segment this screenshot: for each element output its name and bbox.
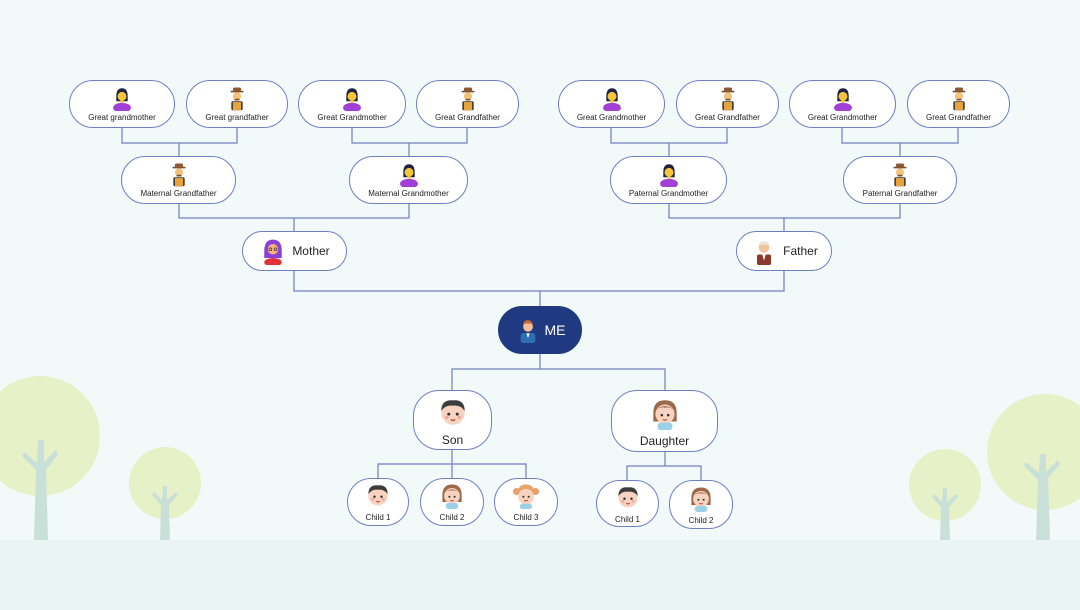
son-node[interactable]: Son bbox=[413, 390, 492, 450]
farmer-icon bbox=[887, 161, 913, 187]
woman-icon bbox=[396, 161, 422, 187]
node-label: Father bbox=[783, 244, 818, 258]
node-label: Great Grandfather bbox=[926, 113, 991, 122]
connector-gg-to-maternal-grandmother bbox=[351, 127, 468, 157]
great-grandfather-node[interactable]: Great Grandfather bbox=[676, 80, 779, 128]
daughter-child-2-node[interactable]: Child 2 bbox=[669, 480, 733, 529]
node-label: Great Grandmother bbox=[576, 113, 647, 122]
connector-grandparents-to-father bbox=[668, 203, 901, 232]
node-label: Great grandfather bbox=[205, 113, 269, 122]
son-child-2-node[interactable]: Child 2 bbox=[420, 478, 484, 526]
node-label: ME bbox=[544, 322, 566, 338]
girl-icon bbox=[687, 484, 715, 512]
tree-decoration-right-large bbox=[987, 394, 1080, 540]
tree-decoration-right-small bbox=[909, 449, 981, 540]
great-grandfather-node[interactable]: Great Grandfather bbox=[416, 80, 519, 128]
node-label: Maternal Grandfather bbox=[140, 189, 217, 198]
girl-icon bbox=[438, 481, 466, 509]
node-label: Great Grandfather bbox=[695, 113, 760, 122]
connector-son-to-grandchildren bbox=[377, 449, 527, 479]
paternal-grandmother-node[interactable]: Paternal Grandmother bbox=[610, 156, 727, 204]
maternal-grandfather-node[interactable]: Maternal Grandfather bbox=[121, 156, 236, 204]
great-grandmother-node[interactable]: Great grandmother bbox=[69, 80, 175, 128]
ground-strip bbox=[0, 540, 1080, 610]
woman-icon bbox=[109, 85, 135, 111]
son-child-1-node[interactable]: Child 1 bbox=[347, 478, 409, 526]
maternal-grandmother-node[interactable]: Maternal Grandmother bbox=[349, 156, 468, 204]
node-label: Great Grandmother bbox=[807, 113, 878, 122]
girl-icon bbox=[648, 396, 682, 430]
tree-decoration-left-large bbox=[0, 376, 100, 540]
background bbox=[0, 0, 1080, 540]
great-grandmother-node[interactable]: Great Grandmother bbox=[298, 80, 406, 128]
node-label: Maternal Grandmother bbox=[368, 189, 449, 198]
connector-gg-to-paternal-grandfather bbox=[841, 127, 959, 157]
node-label: Child 1 bbox=[615, 514, 640, 524]
connector-gg-to-maternal-grandfather bbox=[121, 127, 238, 157]
node-label: Great Grandfather bbox=[435, 113, 500, 122]
daughter-child-1-node[interactable]: Child 1 bbox=[596, 480, 659, 527]
node-label: Mother bbox=[292, 244, 330, 258]
daughter-node[interactable]: Daughter bbox=[611, 390, 718, 452]
connector-grandparents-to-mother bbox=[178, 203, 410, 232]
farmer-icon bbox=[715, 85, 741, 111]
mother-icon bbox=[259, 237, 287, 265]
node-label: Daughter bbox=[639, 434, 690, 448]
me-node[interactable]: ME bbox=[498, 306, 582, 354]
woman-icon bbox=[830, 85, 856, 111]
paternal-grandfather-node[interactable]: Paternal Grandfather bbox=[843, 156, 957, 204]
father-icon bbox=[750, 237, 778, 265]
farmer-icon bbox=[455, 85, 481, 111]
me-icon bbox=[515, 317, 541, 343]
node-label: Paternal Grandmother bbox=[628, 189, 709, 198]
farmer-icon bbox=[224, 85, 250, 111]
node-label: Great Grandmother bbox=[317, 113, 387, 122]
woman-icon bbox=[656, 161, 682, 187]
connector-me-to-children bbox=[451, 354, 666, 391]
great-grandmother-node[interactable]: Great Grandmother bbox=[558, 80, 665, 128]
node-label: Paternal Grandfather bbox=[862, 189, 938, 198]
boy-icon bbox=[436, 395, 470, 429]
node-label: Great grandmother bbox=[88, 113, 156, 122]
mother-node[interactable]: Mother bbox=[242, 231, 347, 271]
boy-icon bbox=[614, 483, 642, 511]
node-label: Child 1 bbox=[365, 513, 391, 522]
connector-daughter-to-grandchildren bbox=[626, 451, 702, 481]
great-grandfather-node[interactable]: Great Grandfather bbox=[907, 80, 1010, 128]
boy-icon bbox=[364, 481, 392, 509]
tree-decoration-left-small bbox=[129, 447, 201, 540]
woman-icon bbox=[599, 85, 625, 111]
son-child-3-node[interactable]: Child 3 bbox=[494, 478, 558, 526]
father-node[interactable]: Father bbox=[736, 231, 832, 271]
connector-parents-to-me bbox=[293, 270, 785, 307]
farmer-icon bbox=[946, 85, 972, 111]
node-label: Child 2 bbox=[688, 515, 714, 525]
great-grandmother-node[interactable]: Great Grandmother bbox=[789, 80, 896, 128]
node-label: Child 2 bbox=[439, 513, 465, 522]
woman-icon bbox=[339, 85, 365, 111]
farmer-icon bbox=[166, 161, 192, 187]
connector-gg-to-paternal-grandmother bbox=[610, 127, 728, 157]
node-label: Child 3 bbox=[513, 513, 539, 522]
great-grandfather-node[interactable]: Great grandfather bbox=[186, 80, 288, 128]
node-label: Son bbox=[441, 433, 464, 447]
girl-pigtails-icon bbox=[512, 481, 540, 509]
